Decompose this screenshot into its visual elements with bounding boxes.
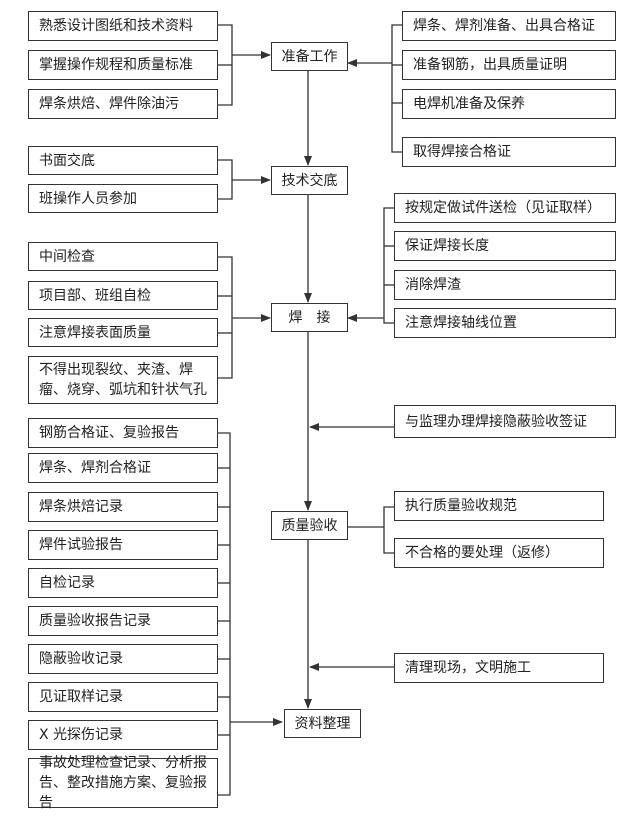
- archive-item: 质量验收报告记录: [28, 606, 218, 636]
- prepare-left-item: 熟悉设计图纸和技术资料: [28, 11, 218, 41]
- briefing-left-item: 班操作人员参加: [28, 184, 218, 213]
- welding-left-item: 中间检查: [28, 242, 218, 271]
- prepare-right-item: 焊条、焊剂准备、出具合格证: [402, 11, 616, 41]
- node-briefing: 技术交底: [271, 166, 348, 195]
- node-archive: 资料整理: [284, 709, 361, 738]
- prepare-right-item: 电焊机准备及保养: [402, 89, 616, 119]
- archive-item: 事故处理检查记录、分析报告、整改措施方案、复验报告: [28, 755, 218, 811]
- node-welding: 焊 接: [271, 303, 348, 332]
- archive-item: 焊件试验报告: [28, 530, 218, 560]
- briefing-left-item: 书面交底: [28, 146, 218, 175]
- welding-right-item: 注意焊接轴线位置: [394, 308, 616, 338]
- welding-right-item: 保证焊接长度: [394, 231, 616, 261]
- archive-item: X 光探伤记录: [28, 720, 218, 750]
- prepare-left-item: 掌握操作规程和质量标准: [28, 50, 218, 80]
- node-acceptance: 质量验收: [271, 511, 348, 540]
- welding-left-item: 项目部、班组自检: [28, 281, 218, 310]
- welding-left-item: 不得出现裂纹、夹渣、焊瘤、烧穿、弧坑和针状气孔: [28, 356, 218, 404]
- welding-right-item: 消除焊渣: [394, 270, 616, 300]
- prepare-right-item: 取得焊接合格证: [402, 137, 616, 167]
- acceptance-right-item: 不合格的要处理（返修）: [394, 538, 604, 568]
- archive-item: 焊条烘焙记录: [28, 492, 218, 522]
- concealed-signoff: 与监理办理焊接隐蔽验收签证: [394, 405, 616, 438]
- prepare-right-item: 准备钢筋，出具质量证明: [402, 50, 616, 80]
- welding-left-item: 注意焊接表面质量: [28, 318, 218, 347]
- prepare-left-item: 焊条烘焙、焊件除油污: [28, 89, 218, 119]
- welding-right-item: 按规定做试件送检（见证取样）: [394, 193, 616, 223]
- archive-item: 见证取样记录: [28, 682, 218, 712]
- cleanup: 清理现场，文明施工: [394, 653, 604, 683]
- node-prepare: 准备工作: [271, 42, 348, 71]
- archive-item: 焊条、焊剂合格证: [28, 453, 218, 483]
- archive-item: 自检记录: [28, 568, 218, 598]
- archive-item: 隐蔽验收记录: [28, 644, 218, 674]
- archive-item: 钢筋合格证、复验报告: [28, 418, 218, 448]
- acceptance-right-item: 执行质量验收规范: [394, 491, 604, 521]
